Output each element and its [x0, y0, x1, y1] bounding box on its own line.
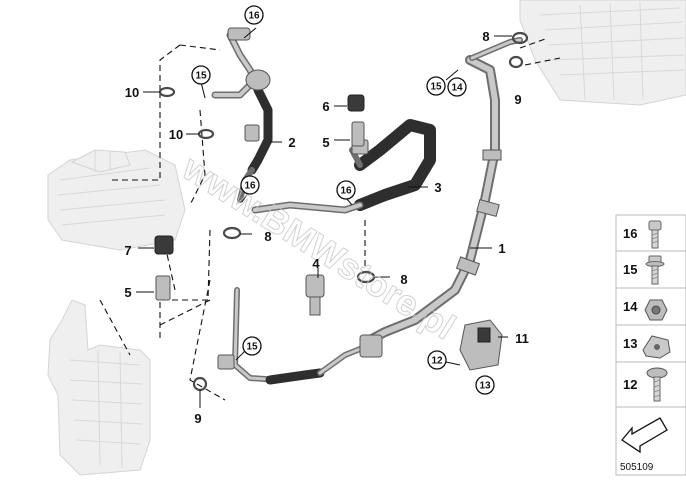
callout-circle — [244, 5, 264, 25]
callout-label: 10 — [169, 127, 183, 142]
callout-label: 15 — [246, 342, 258, 353]
callout-label: 15 — [195, 71, 207, 82]
fastener-panel: 16 15 14 13 12 — [615, 214, 686, 476]
callout-circle — [191, 65, 211, 85]
cap-7 — [154, 235, 174, 255]
reservoir-ghost — [47, 299, 151, 476]
valve-5a — [351, 121, 365, 147]
cap-6 — [347, 94, 365, 112]
callout-label: 9 — [194, 411, 201, 426]
callout-c-6: 6 — [322, 99, 329, 114]
bolt-icon — [648, 220, 662, 249]
callout-label: 16 — [340, 186, 352, 197]
callout-label: 7 — [124, 243, 131, 258]
callout-c-10b: 10 — [169, 127, 183, 142]
callout-circle — [475, 375, 495, 395]
pipe-1 — [365, 37, 523, 345]
callout-label: 2 — [288, 135, 295, 150]
callout-label: 16 — [248, 11, 260, 22]
clip-nut-icon — [642, 335, 671, 359]
callout-label: 13 — [479, 381, 491, 392]
callout-circle — [240, 175, 260, 195]
callout-layer: 16 15 10 10 2 16 8 6 5 16 3 8 15 14 9 1 7 5 4 8 15 11 12 13 9 — [124, 5, 529, 426]
panel-number-14: 14 — [623, 299, 638, 314]
flange-bolt-icon — [645, 255, 665, 285]
bracket-11 — [459, 319, 503, 371]
hvac-unit-ghost — [519, 0, 686, 106]
pressure-switch-4 — [305, 274, 325, 316]
callout-c-10a: 10 — [125, 85, 139, 100]
callout-c-13: 13 — [475, 375, 495, 395]
callout-c-4: 4 — [312, 256, 320, 271]
callout-label: 5 — [322, 135, 329, 150]
panel-number-12: 12 — [623, 377, 637, 392]
callout-c-16c: 16 — [336, 180, 356, 200]
panel-number-15: 15 — [623, 262, 637, 277]
callout-label: 8 — [264, 229, 271, 244]
callout-label: 9 — [514, 92, 521, 107]
callout-c-8a: 8 — [264, 229, 271, 244]
callout-c-8c: 8 — [482, 29, 489, 44]
screw-icon — [646, 367, 668, 402]
callout-label: 10 — [125, 85, 139, 100]
callout-circle — [427, 350, 447, 370]
callout-c-7: 7 — [124, 243, 131, 258]
callout-circle — [426, 76, 446, 96]
callout-c-8b: 8 — [400, 272, 407, 287]
hose-2 — [211, 27, 273, 203]
callout-c-9b: 9 — [194, 411, 201, 426]
callout-label: 5 — [124, 285, 131, 300]
callout-c-2: 2 — [288, 135, 295, 150]
callout-label: 8 — [482, 29, 489, 44]
hose-3 — [251, 119, 436, 214]
callout-c-3: 3 — [434, 180, 441, 195]
callout-label: 16 — [244, 181, 256, 192]
callout-c-16b: 16 — [240, 175, 260, 195]
callout-c-12: 12 — [427, 350, 447, 370]
callout-c-15b: 15 — [426, 76, 446, 96]
panel-number-13: 13 — [623, 336, 637, 351]
callout-circle — [336, 180, 356, 200]
panel-number-16: 16 — [623, 226, 637, 241]
callout-c-5a: 5 — [322, 135, 329, 150]
callout-c-16a: 16 — [244, 5, 264, 25]
valve-5b — [155, 275, 171, 301]
callout-c-15c: 15 — [242, 336, 262, 356]
callout-label: 3 — [434, 180, 441, 195]
callout-c-14: 14 — [447, 77, 467, 97]
callout-c-9a: 9 — [514, 92, 521, 107]
callout-label: 14 — [451, 83, 463, 94]
nut-icon — [644, 299, 668, 321]
callout-circle — [447, 77, 467, 97]
direction-arrow-icon — [621, 417, 668, 454]
callout-c-11: 11 — [515, 331, 529, 346]
callout-c-15a: 15 — [191, 65, 211, 85]
callout-circle — [242, 336, 262, 356]
document-number: 505109 — [620, 462, 654, 473]
suction-pipe-lower — [217, 287, 383, 385]
callout-label: 4 — [312, 256, 320, 271]
callout-c-1: 1 — [498, 241, 505, 256]
callout-label: 8 — [400, 272, 407, 287]
assembly-dash-lines — [99, 37, 561, 401]
callout-label: 6 — [322, 99, 329, 114]
callout-c-5b: 5 — [124, 285, 131, 300]
compressor-ghost — [47, 149, 186, 251]
callout-label: 15 — [430, 82, 442, 93]
callout-label: 12 — [431, 356, 443, 367]
callout-label: 1 — [498, 241, 505, 256]
callout-label: 11 — [515, 331, 529, 346]
